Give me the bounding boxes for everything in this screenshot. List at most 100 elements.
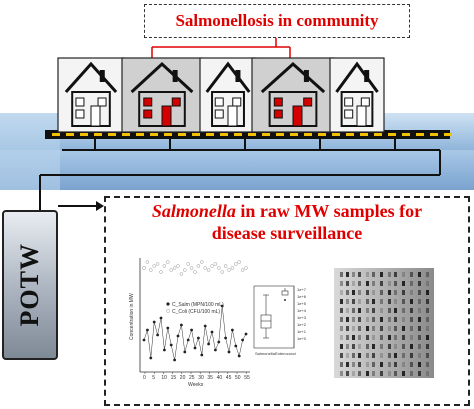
gel-band (388, 281, 391, 286)
pipe-dash (122, 133, 130, 136)
coli-point (237, 260, 241, 264)
gel-band (372, 326, 375, 331)
pipe-dash (416, 133, 424, 136)
pipe-dash (374, 133, 382, 136)
coli-point (210, 264, 214, 268)
gel-band (340, 335, 343, 340)
coli-point (145, 260, 150, 264)
gel-band (358, 272, 361, 277)
gel-band (426, 371, 429, 376)
gel-band (402, 362, 405, 367)
gel-band (346, 326, 349, 331)
gel-band (372, 371, 375, 376)
gel-band (410, 353, 413, 358)
gel-band (346, 290, 349, 295)
coli-point (169, 268, 173, 272)
pipe-dash (136, 133, 144, 136)
gel-band (372, 317, 375, 322)
x-tick-label: 30 (198, 375, 204, 381)
gel-band (394, 281, 397, 286)
gel-band (394, 362, 397, 367)
gel-band (346, 317, 349, 322)
salm-point (203, 324, 207, 328)
gel-band (426, 353, 429, 358)
salm-point (183, 350, 187, 354)
pipe-dash (80, 133, 88, 136)
gel-band (340, 362, 343, 367)
gel-band (388, 335, 391, 340)
gel-band (340, 290, 343, 295)
coli-point (223, 264, 228, 268)
coli-point (183, 268, 187, 272)
gel-band (346, 299, 349, 304)
salm-point (186, 338, 190, 342)
x-tick-label: 0 (143, 375, 146, 381)
gel-band (418, 281, 421, 286)
gel-band (372, 281, 375, 286)
salm-point (220, 304, 224, 308)
pipe-dash (290, 133, 298, 136)
coli-point (196, 264, 201, 268)
coli-point (159, 270, 163, 274)
gel-band (394, 335, 397, 340)
community-title-box: Salmonellosis in community (144, 4, 410, 38)
salm-point (210, 330, 214, 334)
gel-band (366, 299, 369, 304)
gel-band (418, 326, 421, 331)
salm-point (237, 354, 241, 358)
gel-band (388, 344, 391, 349)
x-tick-label: 35 (207, 375, 213, 381)
gel-band (402, 344, 405, 349)
salm-point (159, 316, 163, 320)
gel-band (380, 362, 383, 367)
gel-band (358, 371, 361, 376)
gel-band (366, 317, 369, 322)
house-healthy (57, 57, 125, 133)
gel-band (340, 272, 343, 277)
gel-band (352, 290, 355, 295)
gel-band (388, 290, 391, 295)
coli-point (217, 266, 221, 270)
gel-band (388, 353, 391, 358)
gel-band (402, 326, 405, 331)
coli-point (179, 272, 184, 276)
gel-band (380, 335, 383, 340)
salm-point (244, 332, 248, 336)
x-tick-label: 55 (244, 375, 250, 381)
gel-band (346, 353, 349, 358)
coli-point (189, 266, 194, 270)
pipe-dash (276, 133, 284, 136)
gel-band (346, 335, 349, 340)
gel-band (358, 290, 361, 295)
gel-band (352, 371, 355, 376)
gel-band (352, 317, 355, 322)
x-tick-label: 20 (180, 375, 186, 381)
salm-point (217, 340, 221, 344)
coli-point (234, 262, 238, 266)
gel-band (418, 272, 421, 277)
gel-band (346, 272, 349, 277)
gel-band (358, 362, 361, 367)
pipe-dash (346, 133, 354, 136)
pipe-dash (220, 133, 228, 136)
pipe-dash (332, 133, 340, 136)
gel-band (402, 290, 405, 295)
pipe-dash (360, 133, 368, 136)
gel-band (410, 326, 413, 331)
coli-point (152, 264, 156, 268)
sample-box (104, 196, 470, 406)
gel-band (426, 308, 429, 313)
pipe-dash (66, 133, 74, 136)
gel-band (394, 353, 397, 358)
gel-band (380, 353, 383, 358)
gel-band (380, 308, 383, 313)
gel-band (352, 353, 355, 358)
salm-point (214, 348, 217, 352)
gel-band (410, 335, 413, 340)
gel-band (418, 308, 421, 313)
pipe-dash (206, 133, 214, 136)
house-infected (251, 57, 335, 133)
pipe-dash (402, 133, 410, 136)
gel-band (380, 272, 383, 277)
gel-band (402, 299, 405, 304)
